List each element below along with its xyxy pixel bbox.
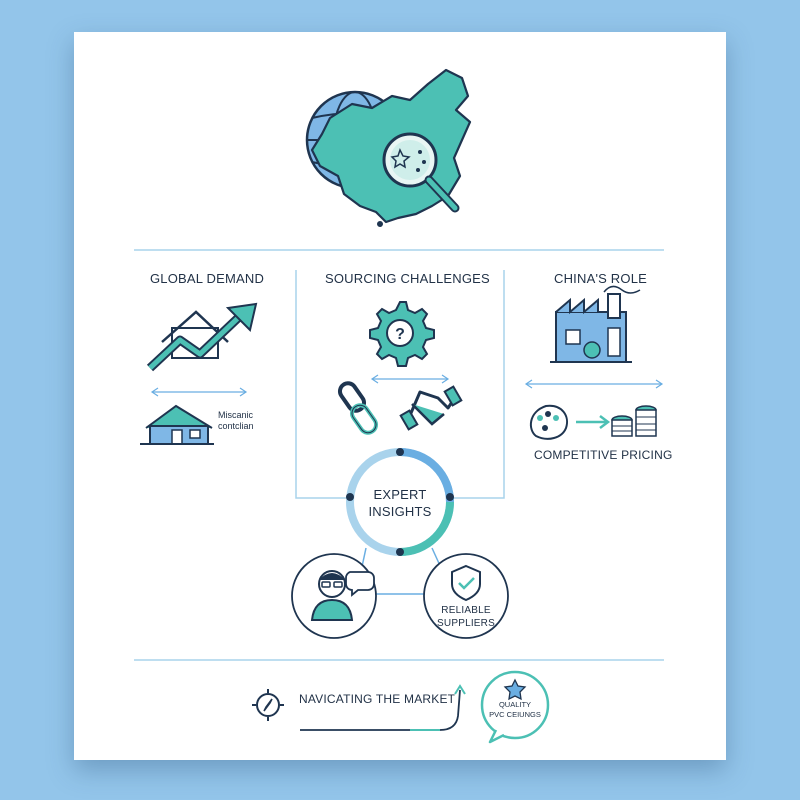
global-demand-title: GLOBAL DEMAND [150,271,265,286]
expert-insights-ring [346,448,454,556]
double-arrow [370,374,450,384]
shield-check-icon [451,564,481,602]
quality-badge-label: QUALITY PVC CEIUNGS [489,700,541,719]
star-icon [503,678,527,701]
factory-icon [550,285,641,363]
palette-icon [529,404,568,440]
compass-icon [252,689,284,721]
reliable-suppliers-label: RELIABLE SUPPLIERS [437,605,495,629]
chinas-role-title: CHINA'S ROLE [554,271,648,286]
coins-icon [611,405,657,437]
path-arrow [300,684,466,731]
magnifier-icon [382,132,460,213]
rising-house-chart-icon [146,302,258,372]
double-arrow [150,387,248,397]
arrow-right [576,415,611,429]
navigating-market-title: NAVICATING THE MARKET [299,692,456,706]
expert-insights-label: EXPERT INSIGHTS [368,487,432,519]
question-gear-icon: ? [369,301,435,367]
person-avatar-icon [291,553,377,639]
svg-text:?: ? [395,326,405,343]
chain-link-icon [337,381,379,435]
handshake-icon [399,385,463,431]
sourcing-challenges-title: SOURCING CHALLENGES [325,271,490,286]
speech-bubble-icon [345,571,375,597]
double-arrow [524,379,664,389]
quality-badge [480,670,550,744]
global-demand-caption: Miscanic contclian [218,410,254,431]
house-icon [140,404,214,445]
competitive-pricing-label: COMPETITIVE PRICING [534,448,673,462]
